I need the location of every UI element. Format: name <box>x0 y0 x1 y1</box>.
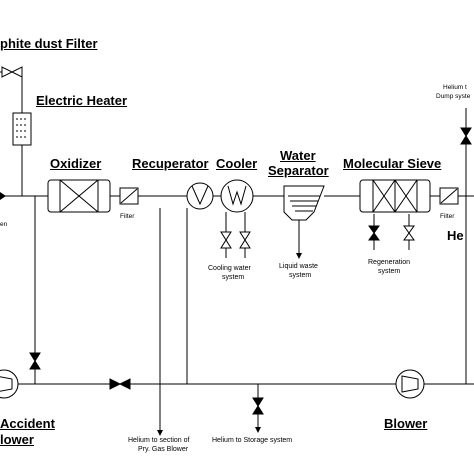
water-separator-label-2: Separator <box>268 163 329 178</box>
graphite-dust-filter-label: phite dust Filter <box>0 36 98 51</box>
cooling-water-label-2: system <box>222 274 245 281</box>
valve-regen-2 <box>403 225 415 241</box>
helium-storage-label: Helium to Storage system <box>212 437 293 444</box>
helium-section-label-1: Helium to section of <box>128 437 190 444</box>
graphite-filter-valve <box>1 66 23 78</box>
valve-cooling-1 <box>220 231 232 249</box>
accident-blower <box>0 369 19 399</box>
accident-label-1: Accident <box>0 416 55 431</box>
helium-dump-label-1: Helium t <box>443 84 467 91</box>
cooling-water-label-1: Cooling water <box>208 265 251 272</box>
filter-1-label: Filter <box>120 213 135 220</box>
cooler-label: Cooler <box>216 156 258 171</box>
filter-2 <box>439 187 459 205</box>
electric-heater <box>12 112 32 146</box>
regeneration-label-1: Regeneration <box>368 259 411 266</box>
liquid-waste-label-2: system <box>289 272 312 279</box>
water-separator-label-1: Water <box>280 148 316 163</box>
left-flow-arrow <box>0 192 6 200</box>
main-blower <box>395 369 425 399</box>
filter-2-label: Filter <box>440 213 455 220</box>
left-cut-label: en <box>0 221 8 228</box>
regeneration-label-2: system <box>378 268 401 275</box>
he-label: He <box>447 228 464 243</box>
valve-left-down <box>29 352 41 370</box>
molecular-sieve-vessel <box>359 179 431 213</box>
valve-helium-storage <box>252 397 264 415</box>
valve-cooling-2 <box>239 231 251 249</box>
blower-label: Blower <box>384 416 428 431</box>
valve-helium-dump <box>460 127 472 145</box>
recuperator-exchanger <box>186 182 214 210</box>
water-separator-vessel <box>283 185 325 221</box>
valve-regen-1 <box>368 225 380 241</box>
liquid-waste-label-1: Liquid waste <box>279 263 318 270</box>
helium-section-label-2: Pry. Gas Blower <box>138 446 189 453</box>
oxidizer-vessel <box>47 179 111 213</box>
helium-dump-label-2: Dump syste <box>436 93 471 100</box>
electric-heater-label: Electric Heater <box>36 93 128 108</box>
cooler-exchanger <box>220 179 254 213</box>
accident-label-2: lower <box>0 432 34 447</box>
filter-1 <box>119 187 139 205</box>
recuperator-label: Recuperator <box>132 156 209 171</box>
oxidizer-label: Oxidizer <box>50 156 102 171</box>
valve-bottom-left <box>109 378 131 390</box>
molecular-sieve-label: Molecular Sieve <box>343 156 442 171</box>
